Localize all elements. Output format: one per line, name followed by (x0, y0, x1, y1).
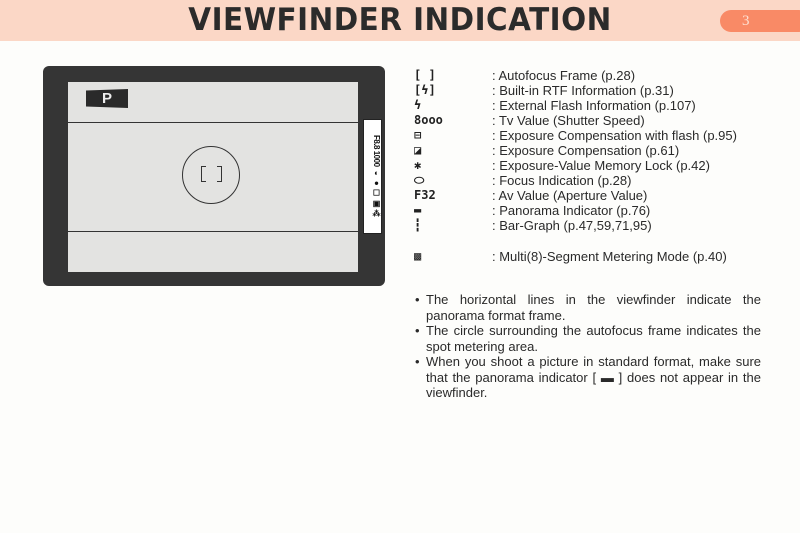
focus-indication-icon: ⬭ (414, 173, 425, 187)
legend-desc: : Bar-Graph (p.47,59,71,95) (492, 218, 652, 233)
metering-mode-icon: ▩ (414, 249, 422, 263)
note-item: The horizontal lines in the viewfinder i… (415, 292, 761, 323)
builtin-flash-icon: [ϟ] (414, 83, 436, 97)
info-display-text: F8.8 1000 ◐ ● ☐ ▣ ⁂ (372, 135, 381, 218)
legend-row: ▬ : Panorama Indicator (p.76) (414, 203, 774, 218)
ae-lock-icon: ✱ (414, 158, 422, 172)
legend-desc: : Exposure-Value Memory Lock (p.42) (492, 158, 710, 173)
legend-row: ⊟ : Exposure Compensation with flash (p.9… (414, 128, 774, 143)
panorama-icon: ▬ (414, 203, 422, 217)
legend-desc: : Tv Value (Shutter Speed) (492, 113, 645, 128)
viewfinder-illustration: P F8.8 1000 ◐ ● ☐ ▣ ⁂ (43, 66, 385, 286)
bar-graph-icon: ┇ (414, 218, 422, 232)
shutter-speed-icon: 8ooo (414, 113, 443, 127)
info-display-strip: F8.8 1000 ◐ ● ☐ ▣ ⁂ (363, 119, 382, 234)
legend-desc: : External Flash Information (p.107) (492, 98, 696, 113)
legend-desc: : Exposure Compensation with flash (p.95… (492, 128, 737, 143)
af-frame-icon: [ ] (414, 68, 436, 82)
legend-row: ┇ : Bar-Graph (p.47,59,71,95) (414, 218, 774, 233)
legend-row: ◪ : Exposure Compensation (p.61) (414, 143, 774, 158)
legend-desc: : Autofocus Frame (p.28) (492, 68, 636, 83)
legend-row: F32 : Av Value (Aperture Value) (414, 188, 774, 203)
legend-row: ✱ : Exposure-Value Memory Lock (p.42) (414, 158, 774, 173)
legend-desc: : Built-in RTF Information (p.31) (492, 83, 674, 98)
panorama-line-bottom (68, 231, 358, 232)
legend-row: ▩ : Multi(8)-Segment Metering Mode (p.40) (414, 249, 774, 264)
panorama-mode-badge: P (86, 89, 128, 108)
legend-row: ϟ : External Flash Information (p.107) (414, 98, 774, 113)
aperture-icon: F32 (414, 188, 436, 202)
external-flash-icon: ϟ (414, 98, 422, 112)
legend-desc: : Panorama Indicator (p.76) (492, 203, 651, 218)
notes-list: The horizontal lines in the viewfinder i… (415, 292, 761, 401)
af-frame-right-icon (217, 166, 222, 182)
legend-desc: : Focus Indication (p.28) (492, 173, 632, 188)
legend-row: [ ] : Autofocus Frame (p.28) (414, 68, 774, 83)
legend-desc: : Multi(8)-Segment Metering Mode (p.40) (492, 249, 727, 264)
legend-row: ⬭ : Focus Indication (p.28) (414, 173, 774, 188)
page-number: 3 (720, 10, 800, 32)
flash-exposure-comp-icon: ⊟ (414, 128, 422, 142)
note-item: The circle surrounding the autofocus fra… (415, 323, 761, 354)
page-title: VIEWFINDER INDICATION (188, 2, 612, 38)
exposure-comp-icon: ◪ (414, 143, 422, 157)
legend-row: [ϟ] : Built-in RTF Information (p.31) (414, 83, 774, 98)
spot-metering-circle (182, 146, 240, 204)
header-band: VIEWFINDER INDICATION 3 (0, 0, 800, 41)
panorama-line-top (68, 122, 358, 123)
legend-row: 8ooo : Tv Value (Shutter Speed) (414, 113, 774, 128)
legend-desc: : Exposure Compensation (p.61) (492, 143, 680, 158)
legend-desc: : Av Value (Aperture Value) (492, 188, 648, 203)
note-item: When you shoot a picture in standard for… (415, 354, 761, 401)
af-frame-left-icon (201, 166, 206, 182)
viewfinder-screen: P (68, 82, 358, 272)
